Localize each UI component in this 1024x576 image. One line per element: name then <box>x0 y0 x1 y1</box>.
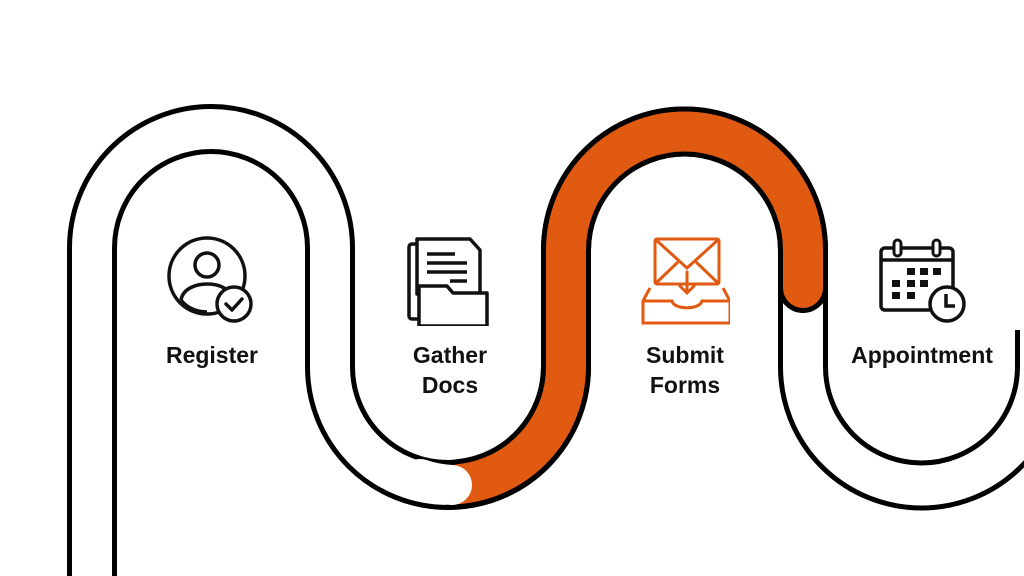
calendar-clock-icon <box>879 238 966 323</box>
step-label: Appointment <box>851 342 993 368</box>
envelope-inbox-icon <box>641 237 730 325</box>
step-appointment: Appointment <box>822 236 1022 370</box>
step-label: Register <box>165 342 259 368</box>
road-fill-cap <box>400 459 472 505</box>
step-register: Register <box>112 236 312 370</box>
folder-documents-icon <box>407 237 489 326</box>
user-check-icon <box>167 236 253 323</box>
progress-segment <box>440 111 823 504</box>
